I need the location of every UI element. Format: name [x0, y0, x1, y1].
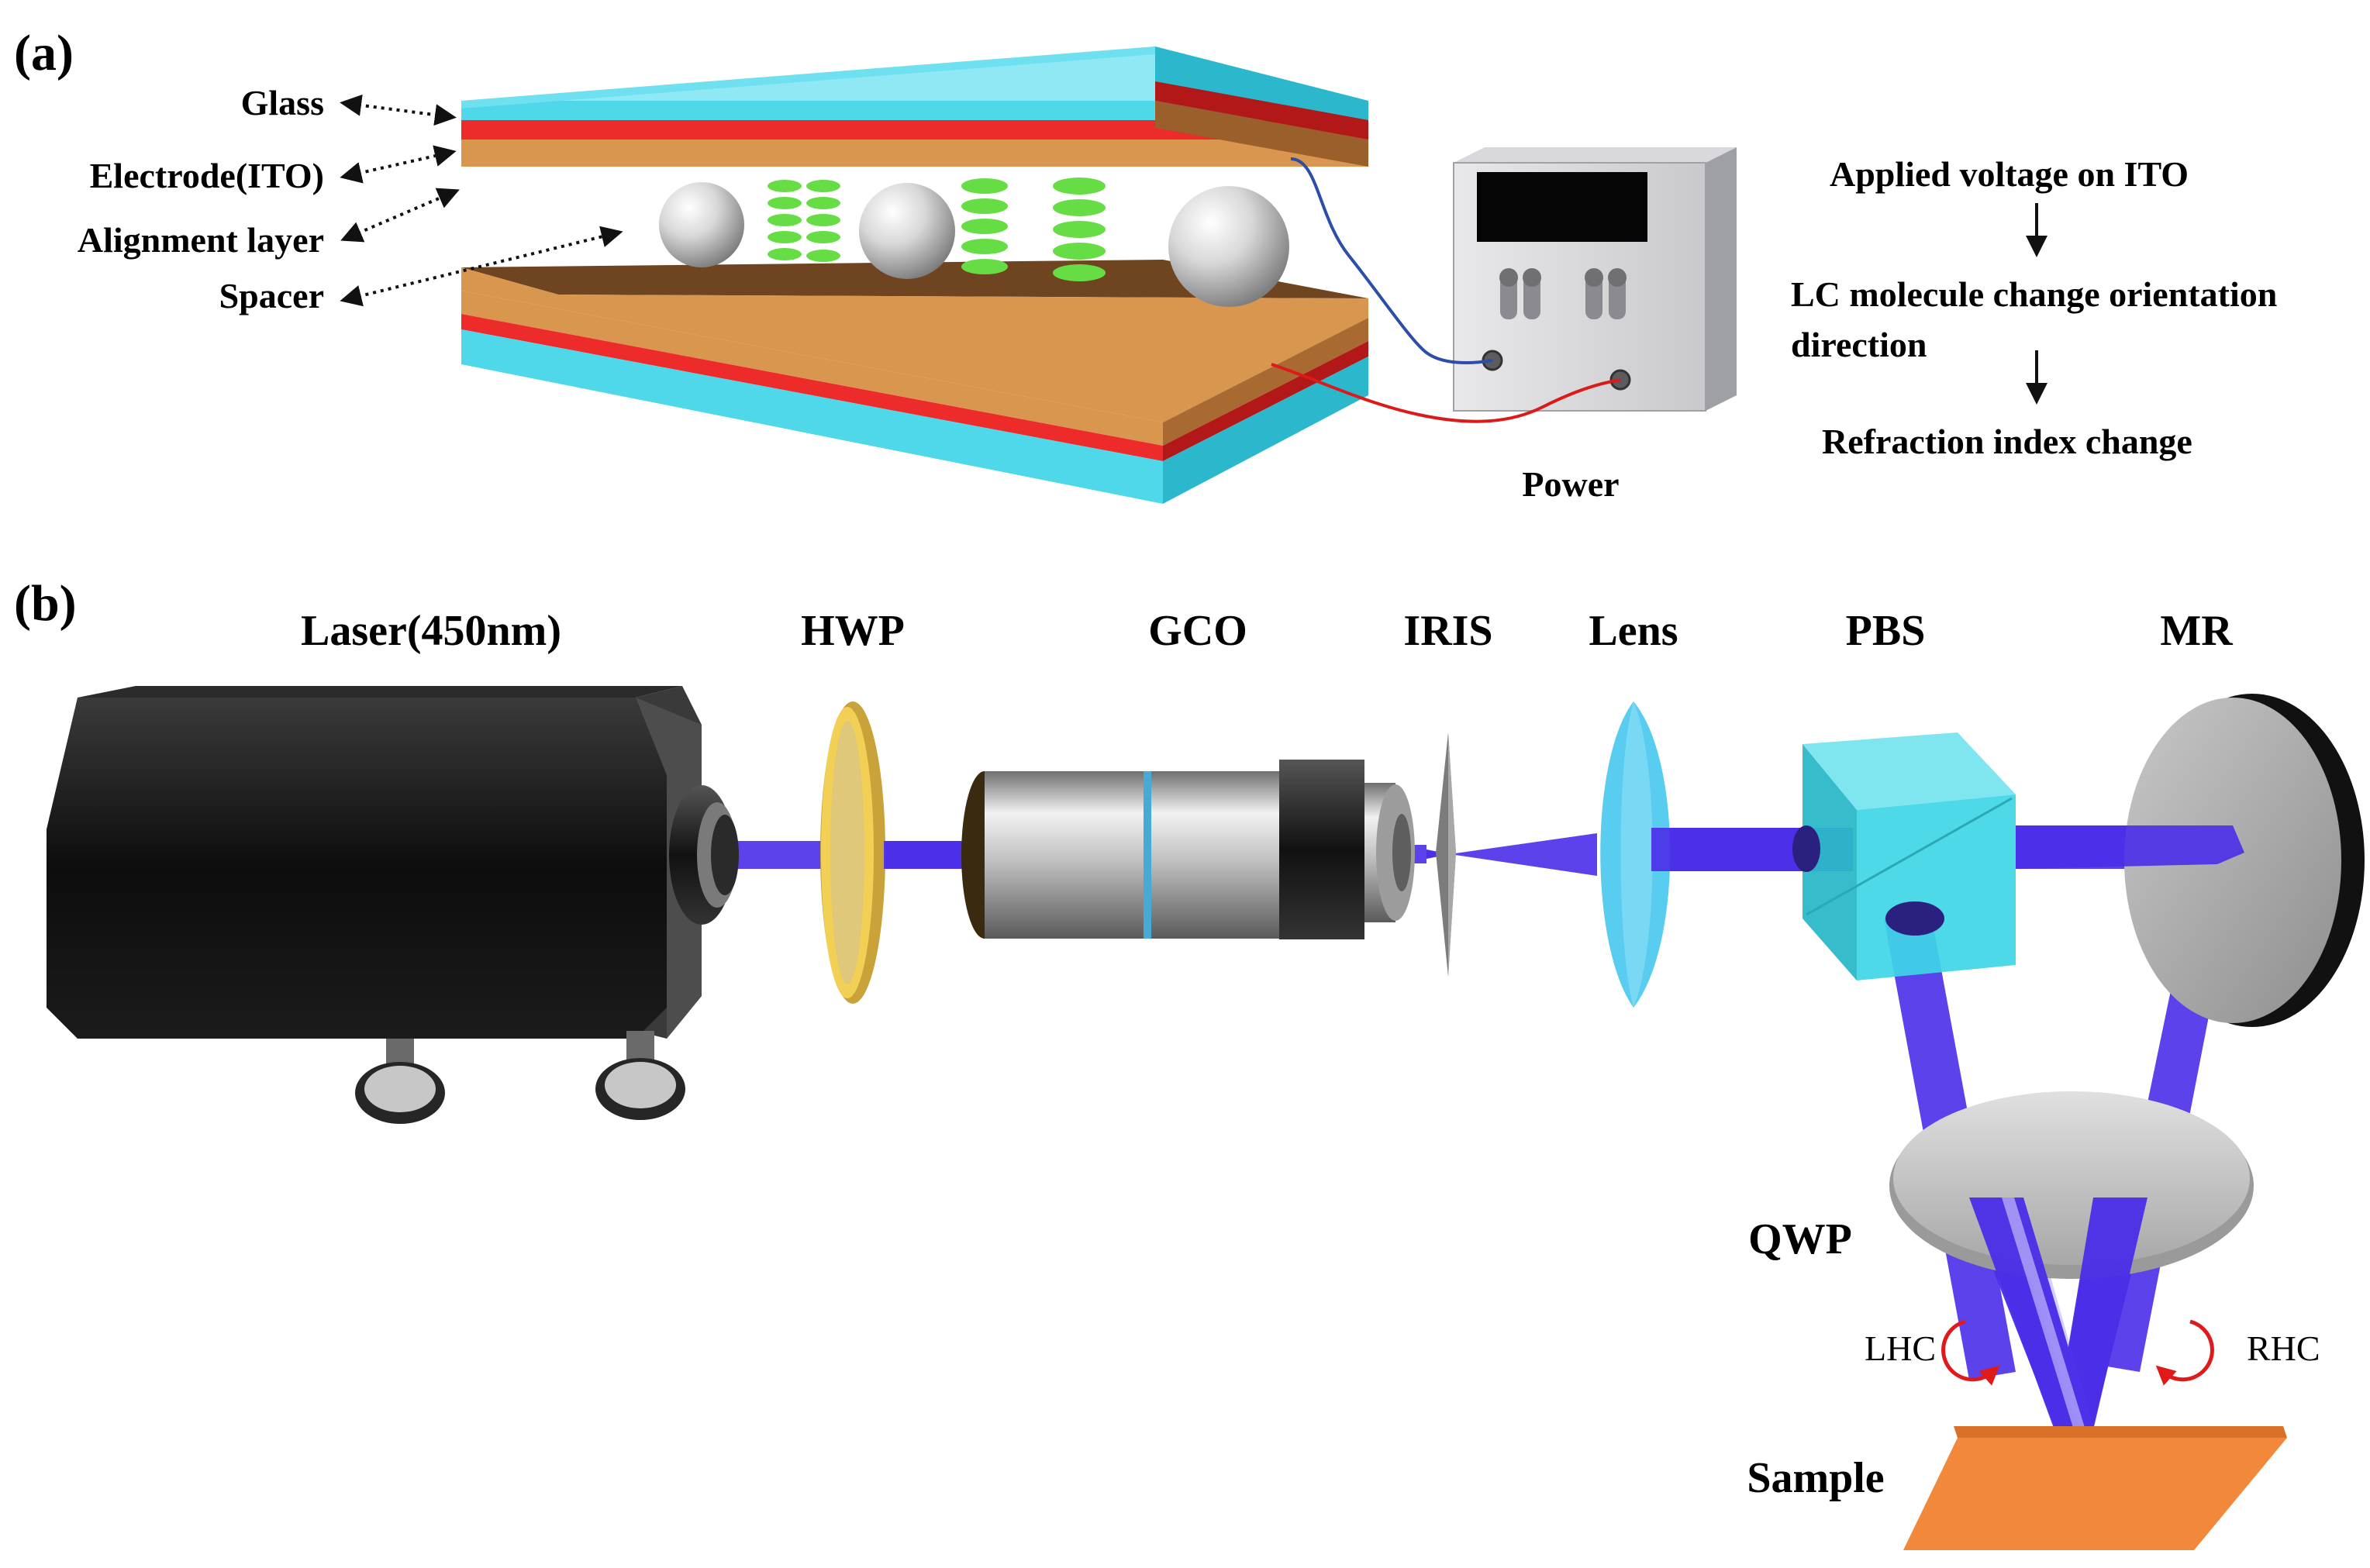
lc-molecules	[768, 177, 1106, 281]
top-electrode-layer	[461, 81, 1368, 140]
hwp-label: HWP	[801, 607, 905, 655]
process-step-voltage: Applied voltage on ITO	[1830, 154, 2189, 194]
rhc-label: RHC	[2247, 1328, 2320, 1368]
beam-segment	[2054, 1198, 2147, 1430]
rhc-rotation-arrow	[2155, 1319, 2214, 1386]
alignment-layer-label: Alignment layer	[78, 220, 324, 260]
callout-arrows	[340, 94, 623, 307]
polarizing-beam-splitter	[1792, 732, 2016, 980]
bottom-alignment-layer	[461, 260, 1368, 446]
lc-cell	[461, 47, 1368, 504]
bottom-glass-plate	[461, 329, 1368, 504]
half-wave-plate	[820, 701, 885, 1004]
sample-label: Sample	[1747, 1454, 1884, 1502]
mirror	[2124, 694, 2365, 1027]
lhc-label: LHC	[1865, 1328, 1936, 1368]
lc-column	[961, 178, 1008, 274]
sample	[1903, 1426, 2287, 1550]
laser-source	[47, 686, 739, 1124]
power-label: Power	[1522, 464, 1619, 504]
gco-label: GCO	[1148, 607, 1247, 655]
laser-feet	[355, 1031, 685, 1124]
focusing-lens	[1600, 701, 1671, 1008]
electrode-label: Electrode(ITO)	[90, 156, 324, 195]
quarter-wave-plate	[1889, 1091, 2254, 1279]
spacer-label: Spacer	[219, 276, 324, 315]
spacer-ball	[859, 183, 955, 279]
beam-segment	[1450, 833, 1597, 876]
process-step-orientation: LC molecule change orientation	[1791, 274, 2277, 314]
laser-label: Laser(450nm)	[301, 607, 561, 655]
blue-wire	[1290, 157, 1493, 364]
lc-column	[806, 180, 840, 262]
power-display	[1477, 172, 1647, 242]
panel-a-label: (a)	[14, 25, 74, 81]
lhc-rotation-arrow	[1941, 1319, 2000, 1386]
iris-diaphragm	[1436, 732, 1456, 977]
lc-column	[1053, 177, 1106, 281]
process-step-refraction: Refraction index change	[1822, 422, 2192, 461]
beam-segment	[2016, 825, 2244, 869]
iris-label: IRIS	[1403, 607, 1492, 655]
qwp-label: QWP	[1748, 1215, 1852, 1263]
lens-label: Lens	[1589, 607, 1678, 655]
red-wire	[1271, 363, 1621, 423]
power-knobs	[1499, 268, 1627, 319]
glass-label: Glass	[241, 83, 324, 122]
top-glass-plate	[461, 47, 1368, 136]
panel-b-label: (b)	[14, 575, 77, 632]
objective-lens	[961, 760, 1415, 939]
spacer-ball	[659, 182, 744, 267]
lc-column	[768, 180, 802, 260]
process-flow: Applied voltage on ITO LC molecule chang…	[1791, 154, 2277, 461]
beam-through-qwp	[1969, 1198, 2147, 1430]
beam-segment	[2002, 1198, 2085, 1430]
mr-label: MR	[2160, 607, 2233, 655]
power-supply	[1453, 147, 1737, 412]
top-alignment-layer	[461, 101, 1368, 167]
pbs-label: PBS	[1846, 607, 1926, 655]
process-step-direction: direction	[1791, 325, 1927, 364]
bottom-electrode-layer	[461, 314, 1368, 461]
spacer-ball	[1168, 186, 1289, 307]
